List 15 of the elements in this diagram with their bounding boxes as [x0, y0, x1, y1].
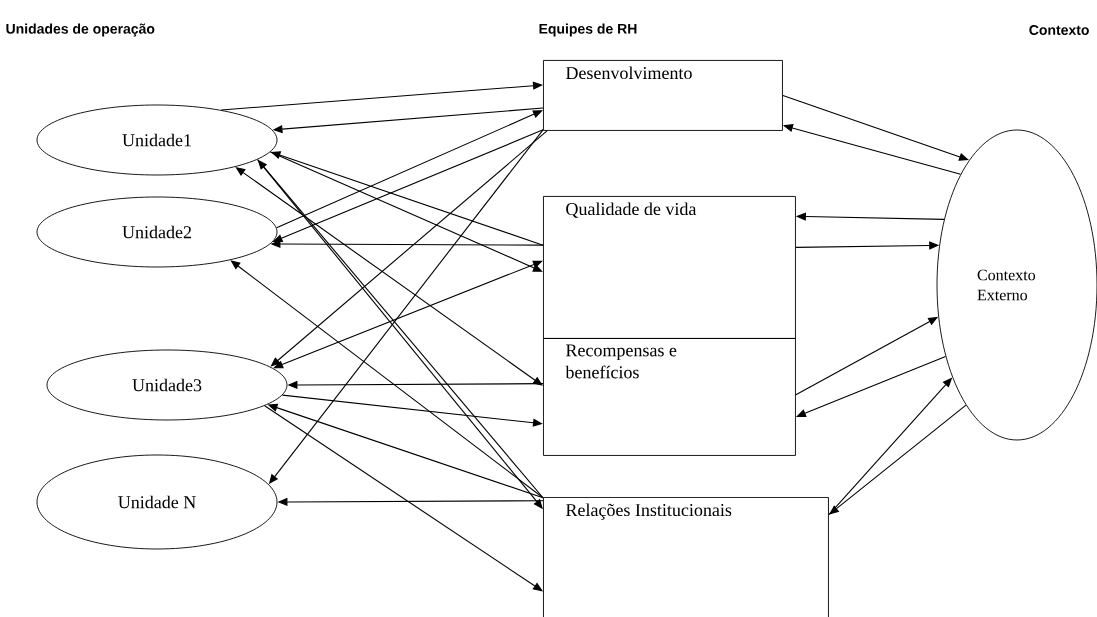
arrow — [281, 394, 543, 427]
arrow — [230, 260, 544, 499]
team-box: Desenvolvimento — [543, 60, 783, 131]
arrow — [269, 151, 543, 272]
column-heading: Contexto — [1029, 25, 1089, 35]
team-box: Relações Institucionais — [543, 497, 829, 617]
arrow — [273, 260, 543, 369]
arrow — [270, 130, 548, 367]
column-heading: Unidades de operação — [6, 23, 155, 37]
team-box: Recompensas e benefícios — [543, 338, 796, 456]
arrow — [264, 405, 543, 592]
team-box: Qualidade de vida — [543, 196, 796, 339]
arrow — [276, 110, 543, 229]
column-heading: Equipes de RH — [539, 23, 637, 37]
arrow — [220, 81, 543, 111]
